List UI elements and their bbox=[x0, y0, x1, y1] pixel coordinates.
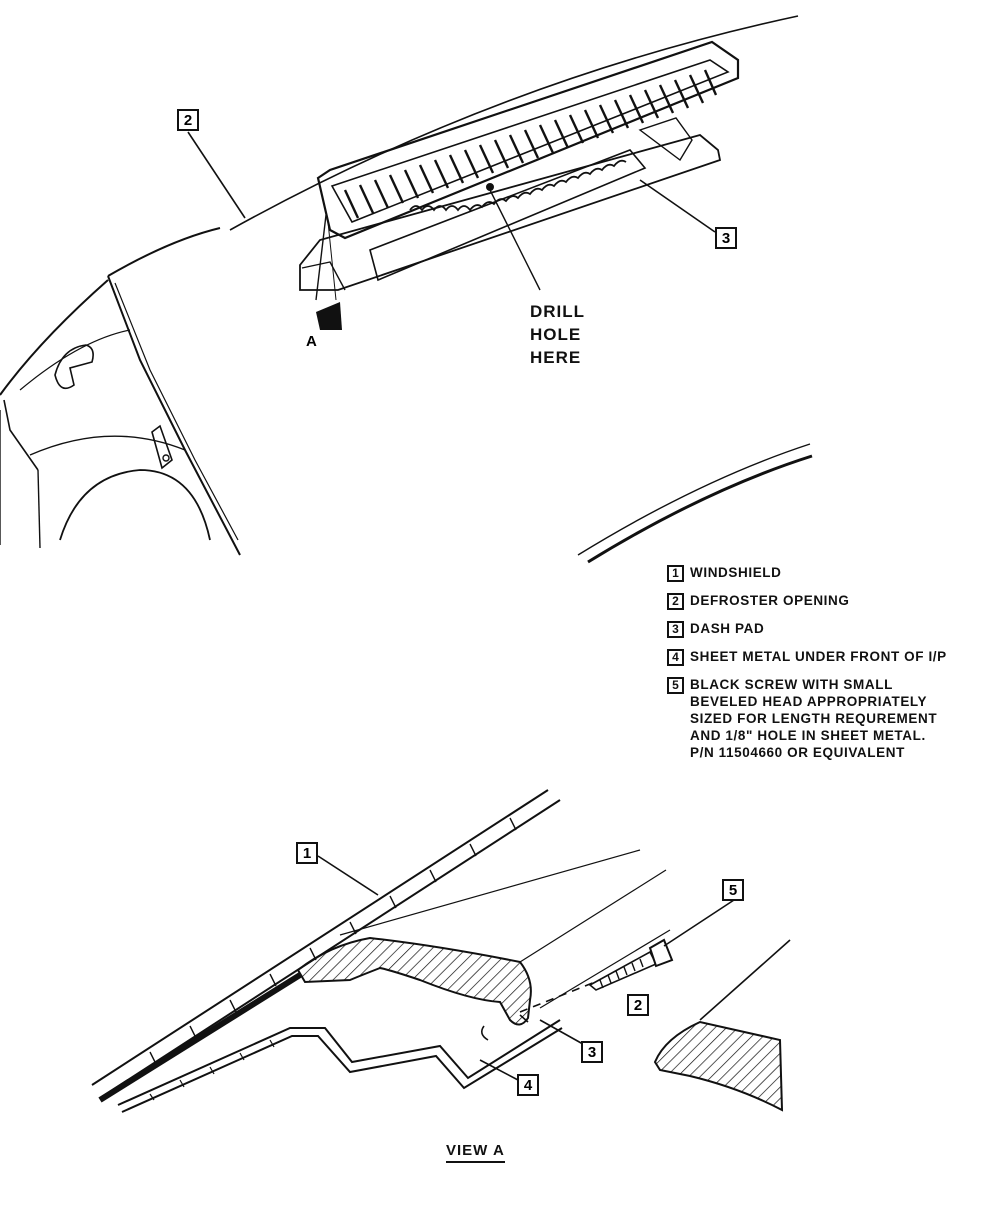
legend-line: BEVELED HEAD APPROPRIATELY bbox=[690, 694, 928, 709]
legend-line: DASH PAD bbox=[690, 621, 765, 636]
callout-text: 4 bbox=[524, 1077, 533, 1094]
dash-top-edge bbox=[107, 227, 221, 277]
sheet-metal bbox=[117, 1019, 561, 1106]
legend-item: 1 WINDSHIELD bbox=[667, 564, 1002, 582]
callout-text: 3 bbox=[722, 230, 730, 247]
legend-line: BLACK SCREW WITH SMALL bbox=[690, 677, 893, 692]
legend-line: P/N 11504660 OR EQUIVALENT bbox=[690, 745, 905, 760]
callout-1-view-a: 1 bbox=[296, 842, 318, 864]
callout-text: 5 bbox=[729, 882, 737, 899]
legend-text: WINDSHIELD bbox=[690, 564, 782, 581]
instrument-bezel bbox=[0, 279, 109, 396]
view-a-label: VIEW A bbox=[446, 1142, 505, 1163]
legend-line: SHEET METAL UNDER FRONT OF I/P bbox=[690, 649, 947, 664]
view-a-drawing bbox=[91, 789, 671, 1113]
legend-item: 2 DEFROSTER OPENING bbox=[667, 592, 1002, 610]
legend-number: 1 bbox=[667, 565, 684, 582]
windshield-fragment bbox=[577, 443, 813, 564]
callout-2-view-a: 2 bbox=[627, 994, 649, 1016]
legend-line: SIZED FOR LENGTH REQUREMENT bbox=[690, 711, 938, 726]
drill-hole-dot bbox=[486, 183, 494, 191]
legend-item: 4 SHEET METAL UNDER FRONT OF I/P bbox=[667, 648, 1002, 666]
legend-number: 4 bbox=[667, 649, 684, 666]
callout-text: 2 bbox=[634, 997, 642, 1014]
arrow-letter: A bbox=[306, 333, 317, 350]
grille-slats bbox=[343, 69, 718, 219]
drill-hole-label: DRILL HOLE HERE bbox=[530, 300, 585, 369]
drill-label-line: DRILL bbox=[530, 302, 586, 321]
grille-wavy-edge bbox=[409, 159, 627, 212]
parts-legend: 1 WINDSHIELD 2 DEFROSTER OPENING 3 DASH … bbox=[667, 564, 1002, 771]
dash-pad-section bbox=[296, 936, 532, 1026]
legend-number: 5 bbox=[667, 677, 684, 694]
callout-3-view-a: 3 bbox=[581, 1041, 603, 1063]
drill-label-line: HERE bbox=[530, 348, 582, 367]
legend-text: SHEET METAL UNDER FRONT OF I/P bbox=[690, 648, 947, 665]
defroster-section bbox=[653, 1020, 784, 1112]
callout-text: 2 bbox=[184, 112, 192, 129]
callout-text: 1 bbox=[303, 845, 311, 862]
windshield-glass bbox=[91, 789, 549, 1086]
legend-line: WINDSHIELD bbox=[690, 565, 782, 580]
legend-line: DEFROSTER OPENING bbox=[690, 593, 850, 608]
callout-2-top: 2 bbox=[177, 109, 199, 131]
windshield-edge bbox=[229, 15, 799, 231]
screw-icon bbox=[588, 938, 674, 991]
legend-text: DEFROSTER OPENING bbox=[690, 592, 849, 609]
arrow-a-icon bbox=[316, 302, 342, 330]
defroster-grille-frame bbox=[316, 40, 740, 240]
callout-4-view-a: 4 bbox=[517, 1074, 539, 1096]
knob-outline bbox=[54, 344, 94, 390]
callout-text: 3 bbox=[588, 1044, 596, 1061]
legend-text: BLACK SCREW WITH SMALL BEVELED HEAD APPR… bbox=[690, 676, 937, 761]
callout-3-top: 3 bbox=[715, 227, 737, 249]
top-view-drawing bbox=[0, 15, 799, 556]
legend-item: 5 BLACK SCREW WITH SMALL BEVELED HEAD AP… bbox=[667, 676, 1002, 761]
legend-number: 2 bbox=[667, 593, 684, 610]
legend-line: AND 1/8" HOLE IN SHEET METAL. bbox=[690, 728, 926, 743]
legend-number: 3 bbox=[667, 621, 684, 638]
legend-item: 3 DASH PAD bbox=[667, 620, 1002, 638]
callout-5-view-a: 5 bbox=[722, 879, 744, 901]
drill-label-line: HOLE bbox=[530, 325, 582, 344]
legend-text: DASH PAD bbox=[690, 620, 764, 637]
